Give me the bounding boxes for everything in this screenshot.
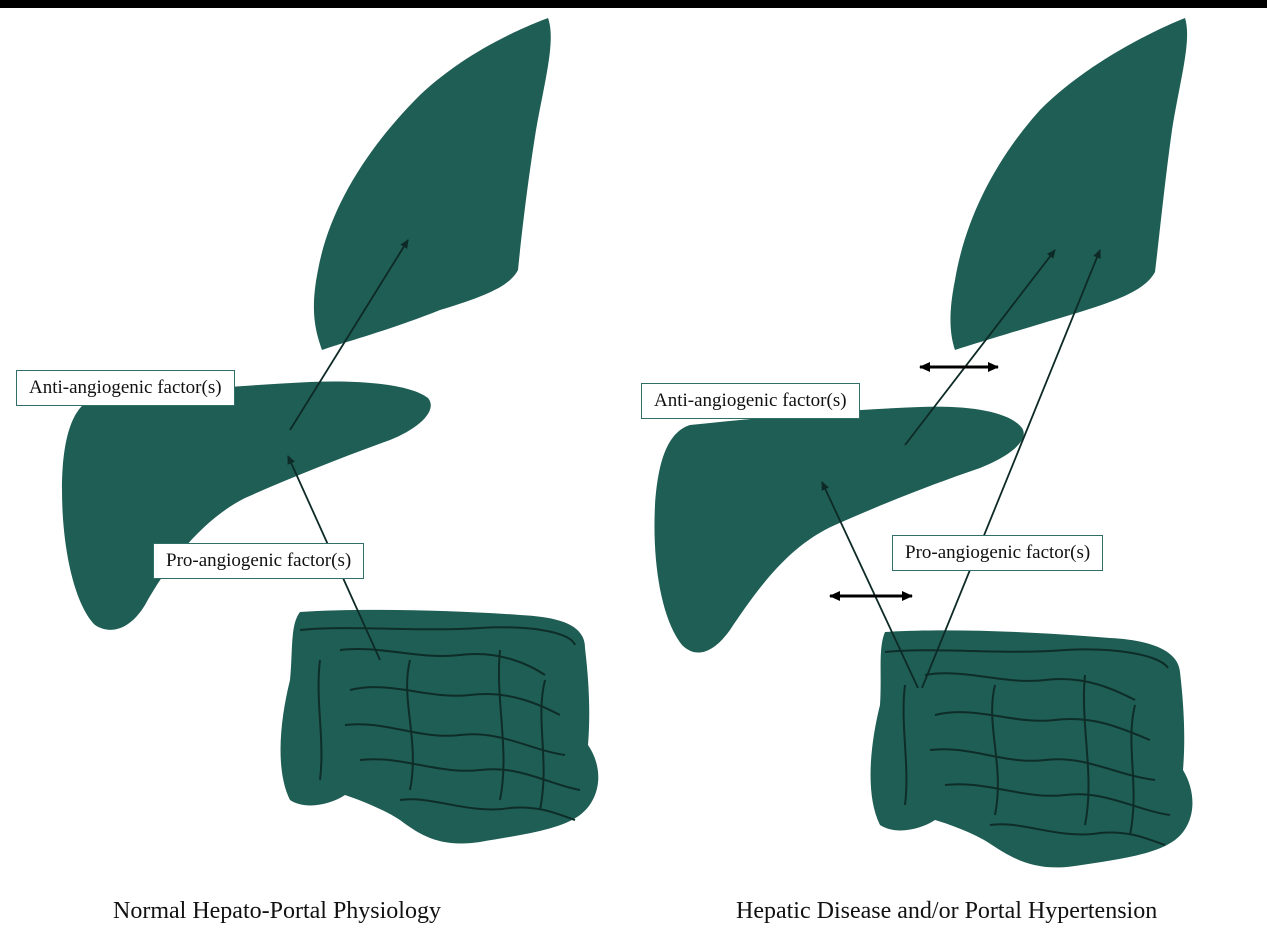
anti-angiogenic-label-left: Anti-angiogenic factor(s) bbox=[16, 370, 235, 406]
upper-organ-left bbox=[314, 18, 551, 350]
caption-disease: Hepatic Disease and/or Portal Hypertensi… bbox=[736, 898, 1157, 925]
panel-disease bbox=[654, 18, 1192, 867]
pro-arrow-liver-right bbox=[822, 482, 918, 688]
anti-angiogenic-label-right: Anti-angiogenic factor(s) bbox=[641, 383, 860, 419]
pro-angiogenic-label-left: Pro-angiogenic factor(s) bbox=[153, 543, 364, 579]
caption-normal: Normal Hepato-Portal Physiology bbox=[113, 898, 441, 925]
panel-normal bbox=[62, 18, 598, 843]
pro-angiogenic-label-right: Pro-angiogenic factor(s) bbox=[892, 535, 1103, 571]
upper-organ-right bbox=[950, 18, 1187, 350]
liver-left bbox=[62, 382, 431, 630]
intestines-right bbox=[871, 630, 1193, 867]
liver-right bbox=[654, 407, 1023, 653]
intestines-left bbox=[281, 610, 599, 844]
